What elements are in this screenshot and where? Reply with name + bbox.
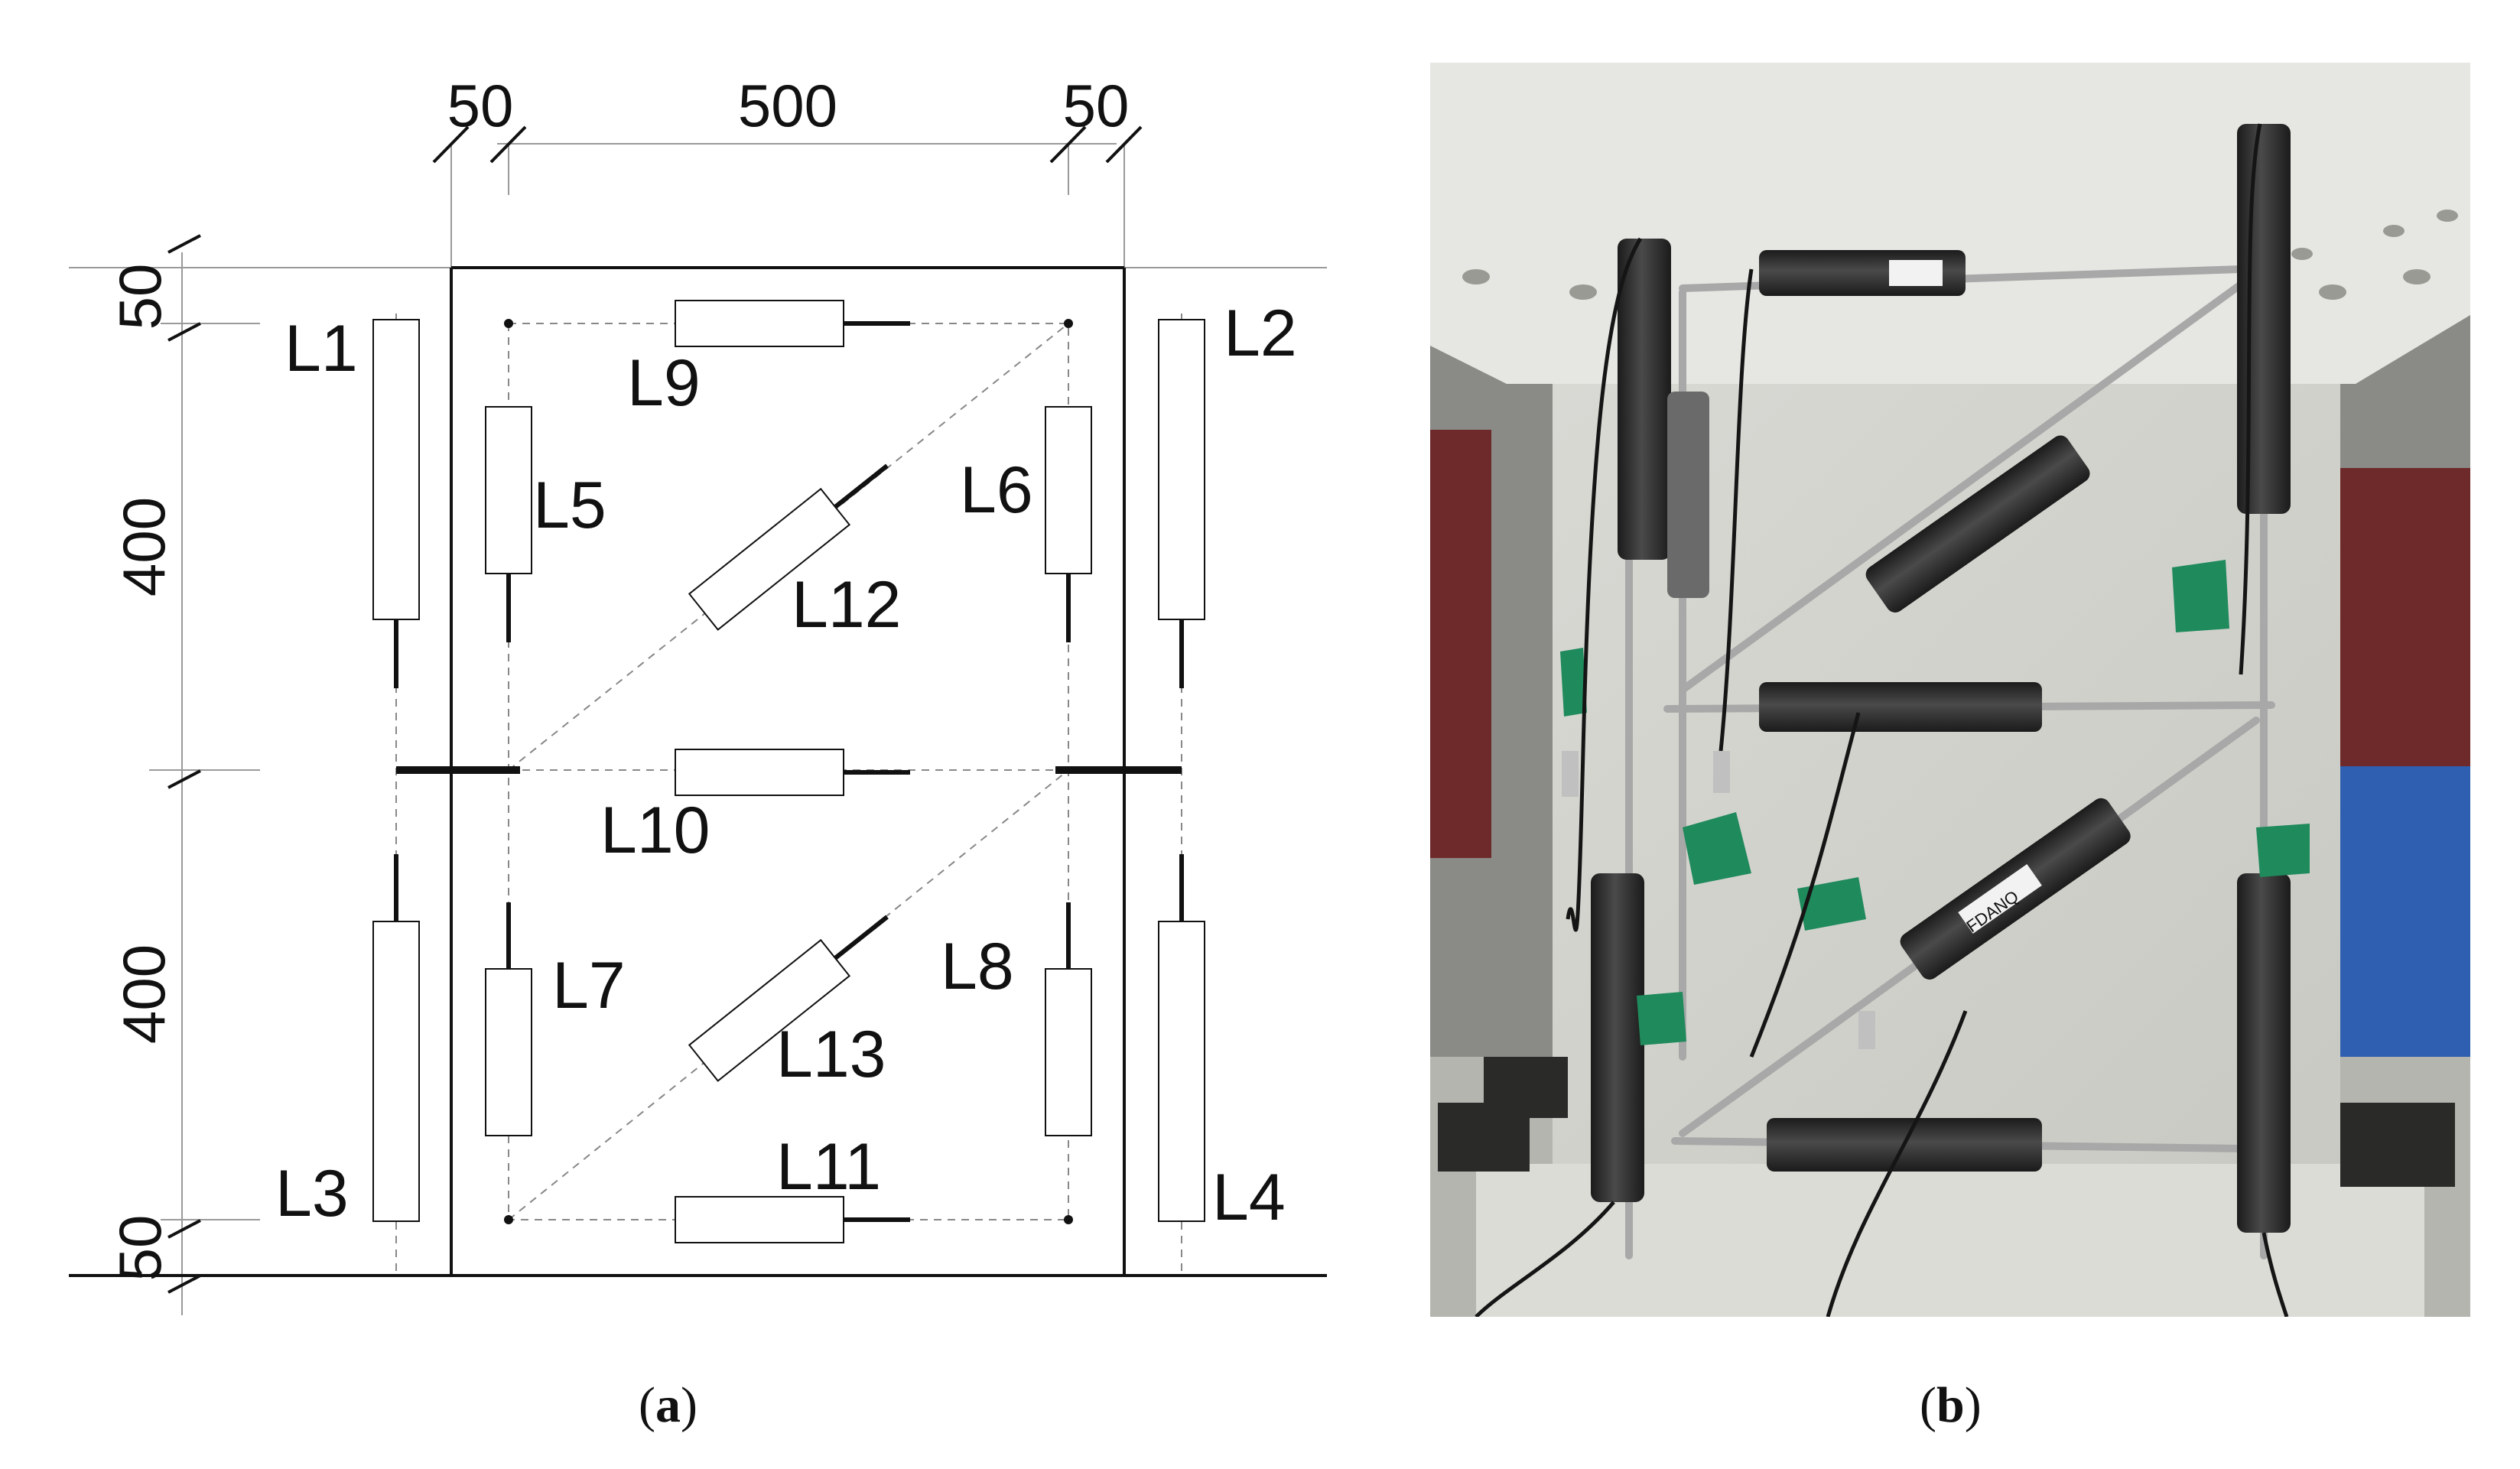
photo-illustration: FDANQ — [1430, 63, 2470, 1317]
label-L5: L5 — [533, 469, 606, 542]
label-L3: L3 — [275, 1157, 349, 1230]
green-tape-markers — [1560, 560, 2310, 1045]
dimension-labels: 50 500 50 50 400 400 50 — [106, 72, 1129, 1281]
caption-a-open: ( — [639, 1377, 655, 1433]
dim-top-left-50: 50 — [447, 72, 514, 139]
lvdt-sensors — [372, 300, 1205, 1243]
sensor-cables — [1475, 123, 2289, 1317]
label-L8: L8 — [941, 930, 1014, 1003]
caption-a-close: ) — [680, 1377, 697, 1433]
label-L11: L11 — [776, 1130, 881, 1204]
sensor-layout-drawing: 50 500 50 50 400 400 50 L1 L2 L3 L4 L5 L… — [69, 72, 1327, 1315]
label-L6: L6 — [960, 453, 1033, 527]
caption-a-letter: a — [655, 1377, 681, 1433]
caption-a: (a) — [639, 1376, 697, 1435]
dimension-ticks — [167, 125, 1143, 1294]
measurement-points — [504, 319, 1073, 1224]
sensor-tags — [1889, 260, 2042, 934]
label-L13: L13 — [776, 1018, 886, 1091]
caption-b-letter: b — [1936, 1377, 1965, 1433]
dim-left-bottom-50: 50 — [106, 1215, 174, 1282]
floor-blocks — [1438, 1057, 2455, 1187]
cable-connectors — [1562, 751, 1875, 1049]
label-L9: L9 — [627, 346, 701, 420]
dim-left-lower-400: 400 — [110, 944, 177, 1044]
label-L4: L4 — [1212, 1161, 1286, 1234]
dim-left-top-50: 50 — [106, 264, 174, 330]
label-L10: L10 — [600, 794, 710, 867]
test-setup-photo: FDANQ — [1430, 63, 2470, 1317]
caption-b-close: ) — [1964, 1377, 1982, 1433]
label-L1: L1 — [285, 312, 358, 385]
dim-top-500: 500 — [738, 72, 837, 139]
red-steel-column-left — [1430, 430, 1491, 858]
sensor-labels: L1 L2 L3 L4 L5 L6 L7 L8 L9 L10 L11 L12 L… — [275, 297, 1297, 1234]
dim-top-right-50: 50 — [1063, 72, 1130, 139]
label-L2: L2 — [1224, 297, 1297, 370]
caption-b: (b) — [1920, 1376, 1982, 1435]
dim-left-upper-400: 400 — [110, 497, 177, 596]
blue-steel-frame — [2317, 766, 2470, 1110]
label-L7: L7 — [552, 949, 626, 1022]
label-L12: L12 — [792, 568, 902, 642]
lvdt-rods — [394, 321, 1184, 1222]
caption-b-open: ( — [1920, 1377, 1936, 1433]
top-slab — [1430, 63, 2470, 384]
